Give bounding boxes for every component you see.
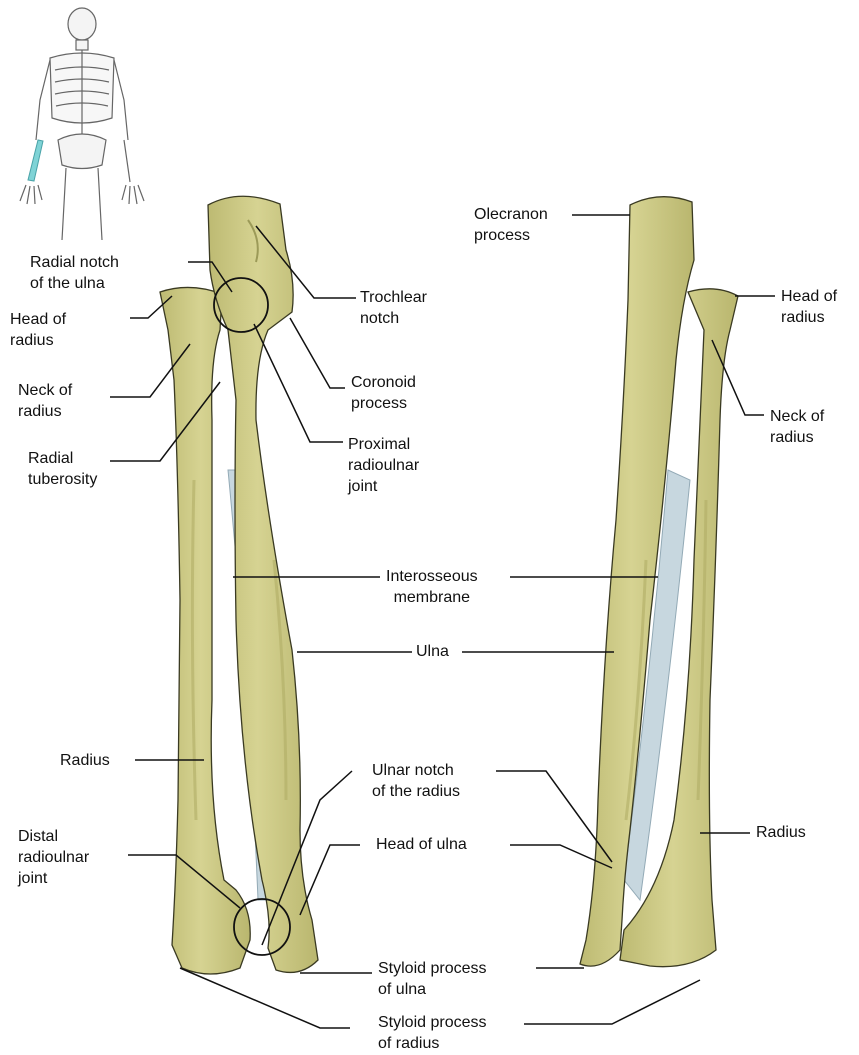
label-styloid-process-radius: Styloid process of radius	[378, 1012, 487, 1054]
label-radial-tuberosity: Radial tuberosity	[28, 448, 97, 490]
label-radial-notch: Radial notch of the ulna	[30, 252, 119, 294]
label-proximal-radioulnar-joint: Proximal radioulnar joint	[348, 434, 419, 497]
label-ulnar-notch: Ulnar notch of the radius	[372, 760, 460, 802]
label-ulna: Ulna	[416, 641, 449, 662]
label-head-of-ulna: Head of ulna	[376, 834, 467, 855]
label-distal-radioulnar-joint: Distal radioulnar joint	[18, 826, 89, 889]
label-radius-left: Radius	[60, 750, 110, 771]
highlighted-forearm-icon	[28, 140, 43, 181]
anterior-view	[160, 196, 318, 974]
label-neck-of-radius-right: Neck of radius	[770, 406, 824, 448]
label-interosseous-membrane: Interosseous membrane	[386, 566, 478, 608]
label-head-of-radius-left: Head of radius	[10, 309, 66, 351]
label-radius-right: Radius	[756, 822, 806, 843]
label-head-of-radius-right: Head of radius	[781, 286, 837, 328]
skeleton-thumbnail	[20, 8, 144, 240]
label-coronoid-process: Coronoid process	[351, 372, 416, 414]
label-trochlear-notch: Trochlear notch	[360, 287, 427, 329]
label-olecranon-process: Olecranon process	[474, 204, 548, 246]
label-neck-of-radius-left: Neck of radius	[18, 380, 72, 422]
label-styloid-process-ulna: Styloid process of ulna	[378, 958, 487, 1000]
ulna-bone-left	[208, 196, 318, 972]
